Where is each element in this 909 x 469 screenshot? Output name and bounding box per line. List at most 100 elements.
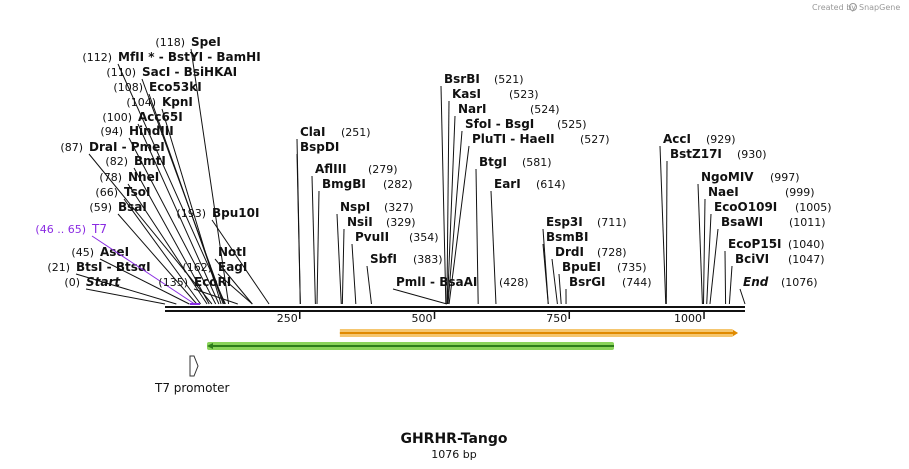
- site-leader-line: [709, 228, 719, 305]
- site-ecori[interactable]: (135)EcoRI: [158, 275, 238, 305]
- site-name: SfoI - BsgI: [465, 117, 534, 131]
- site-name: ClaI: [300, 125, 325, 139]
- site-position: (735): [617, 261, 647, 274]
- site-bsrgi[interactable]: (744)BsrGI: [565, 275, 652, 305]
- site-leader-line: [351, 243, 357, 305]
- site-position: (100): [102, 111, 132, 124]
- site-spei[interactable]: (118)SpeI: [155, 35, 230, 305]
- site-pluti[interactable]: (527)PluTI - HaeII: [448, 132, 610, 305]
- site-leader-line: [137, 123, 220, 305]
- site-position: (525): [557, 118, 587, 131]
- site-eari[interactable]: (614) EarI: [490, 177, 566, 305]
- site-leader-line: [75, 273, 177, 305]
- site-name: BtgI: [479, 155, 507, 169]
- site-name: PluTI - HaeII: [472, 132, 555, 146]
- site-leader-line: [128, 137, 217, 305]
- site-position: (354): [409, 231, 439, 244]
- site-end[interactable]: (1076)End: [739, 275, 818, 305]
- site-position: (162): [182, 261, 212, 274]
- site-bpuei[interactable]: (735) BpuEI: [558, 260, 647, 305]
- site-name: SacI - BsiHKAI: [142, 65, 237, 79]
- ruler-tick-label: 250: [277, 312, 298, 325]
- site-position: (1047): [788, 253, 825, 266]
- site-name: Bpu10I: [212, 206, 259, 220]
- site-btgi[interactable]: (581) BtgI: [475, 155, 552, 305]
- site-mfii[interactable]: (112)MfII * - BstYI - BamHI: [82, 50, 261, 305]
- site-nspi[interactable]: (327)NspI: [336, 200, 414, 305]
- site-name: EagI: [218, 260, 247, 274]
- site-esp3i[interactable]: (711)Esp3I: [542, 215, 627, 305]
- site-leader-line: [724, 250, 727, 305]
- site-name: NgoMIV: [701, 170, 754, 184]
- site-position: (110): [106, 66, 136, 79]
- site-sfoi[interactable]: (525) SfoI - BsgI: [447, 117, 587, 305]
- site-bmti[interactable]: (82)BmtI: [105, 154, 210, 305]
- site-name: NotI: [218, 245, 247, 259]
- site-btsi[interactable]: (21)BtsI - BtsαI: [47, 260, 177, 305]
- site-drdi[interactable]: (728)DrdI: [551, 245, 627, 305]
- site-leader-line: [117, 63, 226, 305]
- site-t7[interactable]: (46 .. 65)T7: [35, 222, 195, 305]
- site-bmgbi[interactable]: (282)BmgBI: [316, 177, 413, 305]
- site-name: T7: [91, 222, 107, 236]
- site-nari[interactable]: (524)NarI: [446, 102, 560, 305]
- site-ngomiv[interactable]: (997)NgoMIV: [697, 170, 800, 305]
- site-position: (929): [706, 133, 736, 146]
- site-position: (581): [522, 156, 552, 169]
- site-acci[interactable]: (929)AccI: [659, 132, 736, 305]
- site-afliii[interactable]: (279)AflIII: [311, 162, 398, 305]
- site-name: KasI: [452, 87, 481, 101]
- site-name: AflIII: [315, 162, 347, 176]
- site-name: DraI - PmeI: [89, 140, 165, 154]
- site-name: Acc65I: [138, 110, 183, 124]
- site-leader-line: [448, 145, 470, 305]
- site-name: EarI: [494, 177, 521, 191]
- site-leader-line: [123, 198, 201, 305]
- t7-promoter-label: T7 promoter: [154, 381, 230, 395]
- site-sbfi[interactable]: (383)SbfI: [366, 252, 443, 305]
- site-position: (94): [100, 125, 123, 138]
- site-saci[interactable]: (110) SacI - BsiHKAI: [106, 65, 237, 305]
- site-bsmbi[interactable]: BsmBI: [542, 230, 588, 305]
- site-leader-line: [446, 115, 456, 305]
- site-name: EcoO109I: [714, 200, 777, 214]
- site-kasi[interactable]: (523)KasI: [446, 87, 539, 305]
- site-eagi[interactable]: (162) EagI: [182, 260, 253, 305]
- site-position: (0): [64, 276, 80, 289]
- site-acc65i[interactable]: (100) Acc65I: [102, 110, 220, 305]
- site-position: (329): [386, 216, 416, 229]
- site-name: NsiI: [347, 215, 373, 229]
- site-bpu10i[interactable]: (193) Bpu10I: [176, 206, 270, 305]
- site-leader-line: [316, 190, 320, 305]
- site-name: BpuEI: [562, 260, 601, 274]
- site-ecop15i[interactable]: (1040)EcoP15I: [724, 237, 825, 305]
- site-position: (1005): [795, 201, 832, 214]
- site-position: (193): [176, 207, 206, 220]
- site-ecoo109i[interactable]: (1005) EcoO109I: [706, 200, 832, 305]
- site-position: (614): [536, 178, 566, 191]
- t7-promoter-arrow[interactable]: [189, 355, 199, 377]
- site-bsrbi[interactable]: (521)BsrBI: [440, 72, 524, 305]
- site-noti[interactable]: NotI: [214, 245, 253, 305]
- site-bsawi[interactable]: (1011)BsaWI: [709, 215, 826, 305]
- site-name: BsaWI: [721, 215, 763, 229]
- site-position: (45): [71, 246, 94, 259]
- site-name: SbfI: [370, 252, 397, 266]
- site-name: End: [743, 275, 769, 289]
- site-name: EcoRI: [194, 275, 231, 289]
- site-bspdi[interactable]: BspDI: [296, 140, 339, 305]
- site-start[interactable]: (0)Start: [64, 275, 166, 305]
- brand-text: SnapGene: [859, 3, 900, 12]
- site-bstz17i[interactable]: (930)BstZ17I: [665, 147, 767, 305]
- site-leader-line: [659, 145, 667, 305]
- site-tsoi[interactable]: (66)TsoI: [95, 185, 201, 305]
- site-leader-line: [475, 168, 479, 305]
- site-nsii[interactable]: (329) NsiI: [341, 215, 416, 305]
- site-drai[interactable]: (87)DraI - PmeI: [60, 140, 213, 305]
- site-bcivi[interactable]: (1047)BciVI: [728, 252, 825, 305]
- site-pmli[interactable]: (428)PmlI - BsaAI: [392, 275, 529, 305]
- site-naei[interactable]: (999)NaeI: [702, 185, 815, 305]
- site-name: Eco53kI: [149, 80, 202, 94]
- site-leader-line: [127, 183, 208, 305]
- site-pvuii[interactable]: (354)PvuII: [351, 230, 439, 305]
